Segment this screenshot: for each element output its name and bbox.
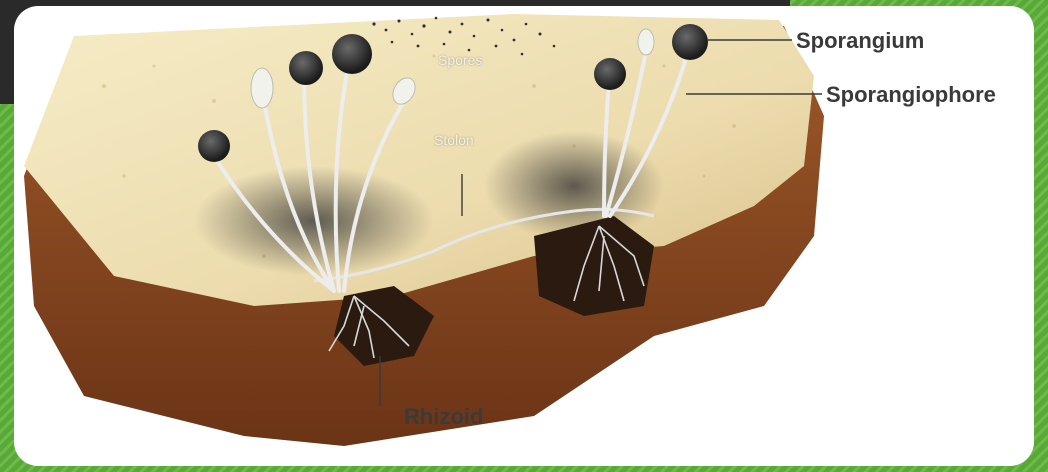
bread-mold-illustration: [14, 6, 1034, 466]
sporangium-1: [198, 130, 230, 162]
sporangium-5: [672, 24, 708, 60]
label-sporangiophore: Sporangiophore: [826, 82, 996, 108]
label-stolon: Stolon: [434, 132, 474, 148]
sporangium-3: [332, 34, 372, 74]
diagram-card: Sporangium Sporangiophore Spores Stolon …: [14, 6, 1034, 466]
sporangium-4: [594, 58, 626, 90]
sporangium-2: [289, 51, 323, 85]
label-sporangium: Sporangium: [796, 28, 924, 54]
label-spores: Spores: [438, 52, 482, 68]
label-rhizoid: Rhizoid: [404, 404, 483, 430]
